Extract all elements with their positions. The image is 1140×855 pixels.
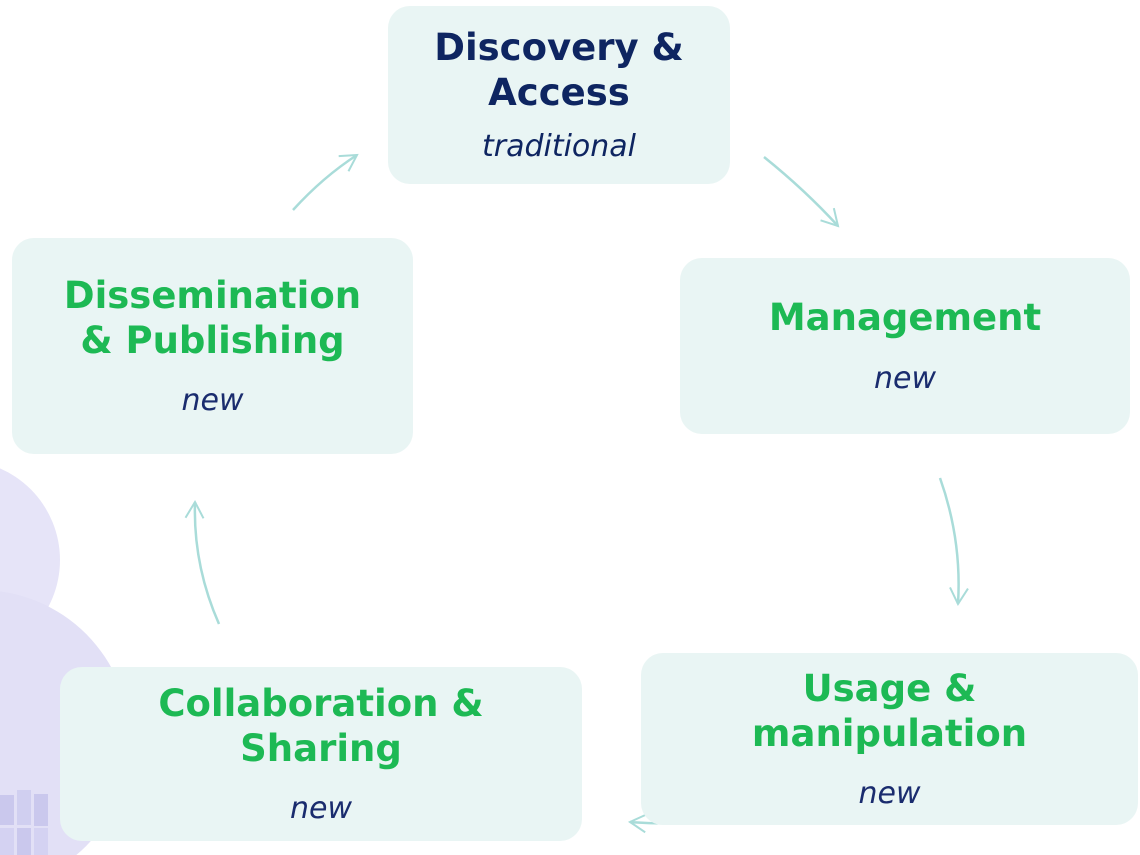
node-title: Discovery & Access <box>434 26 684 114</box>
node-subtitle: traditional <box>481 128 637 164</box>
node-title: Collaboration & Sharing <box>158 682 484 770</box>
node-subtitle: new <box>289 790 352 826</box>
arrow-discovery-to-management <box>763 156 840 228</box>
node-discovery-access: Discovery & Access traditional <box>388 6 730 184</box>
node-subtitle: new <box>181 382 244 418</box>
node-subtitle: new <box>858 775 921 811</box>
arrow-collab-to-dissem <box>184 499 221 625</box>
node-management: Management new <box>680 258 1130 434</box>
node-title: Usage & manipulation <box>751 667 1028 755</box>
node-dissemination-publishing: Dissemination & Publishing new <box>12 238 413 454</box>
node-title: Dissemination & Publishing <box>63 274 362 362</box>
node-collaboration-sharing: Collaboration & Sharing new <box>60 667 582 841</box>
node-title: Management <box>768 296 1042 340</box>
node-subtitle: new <box>873 360 936 396</box>
node-usage-manipulation: Usage & manipulation new <box>641 653 1138 825</box>
arrow-management-to-usage <box>938 477 969 607</box>
arrow-dissem-to-discovery <box>292 153 359 211</box>
